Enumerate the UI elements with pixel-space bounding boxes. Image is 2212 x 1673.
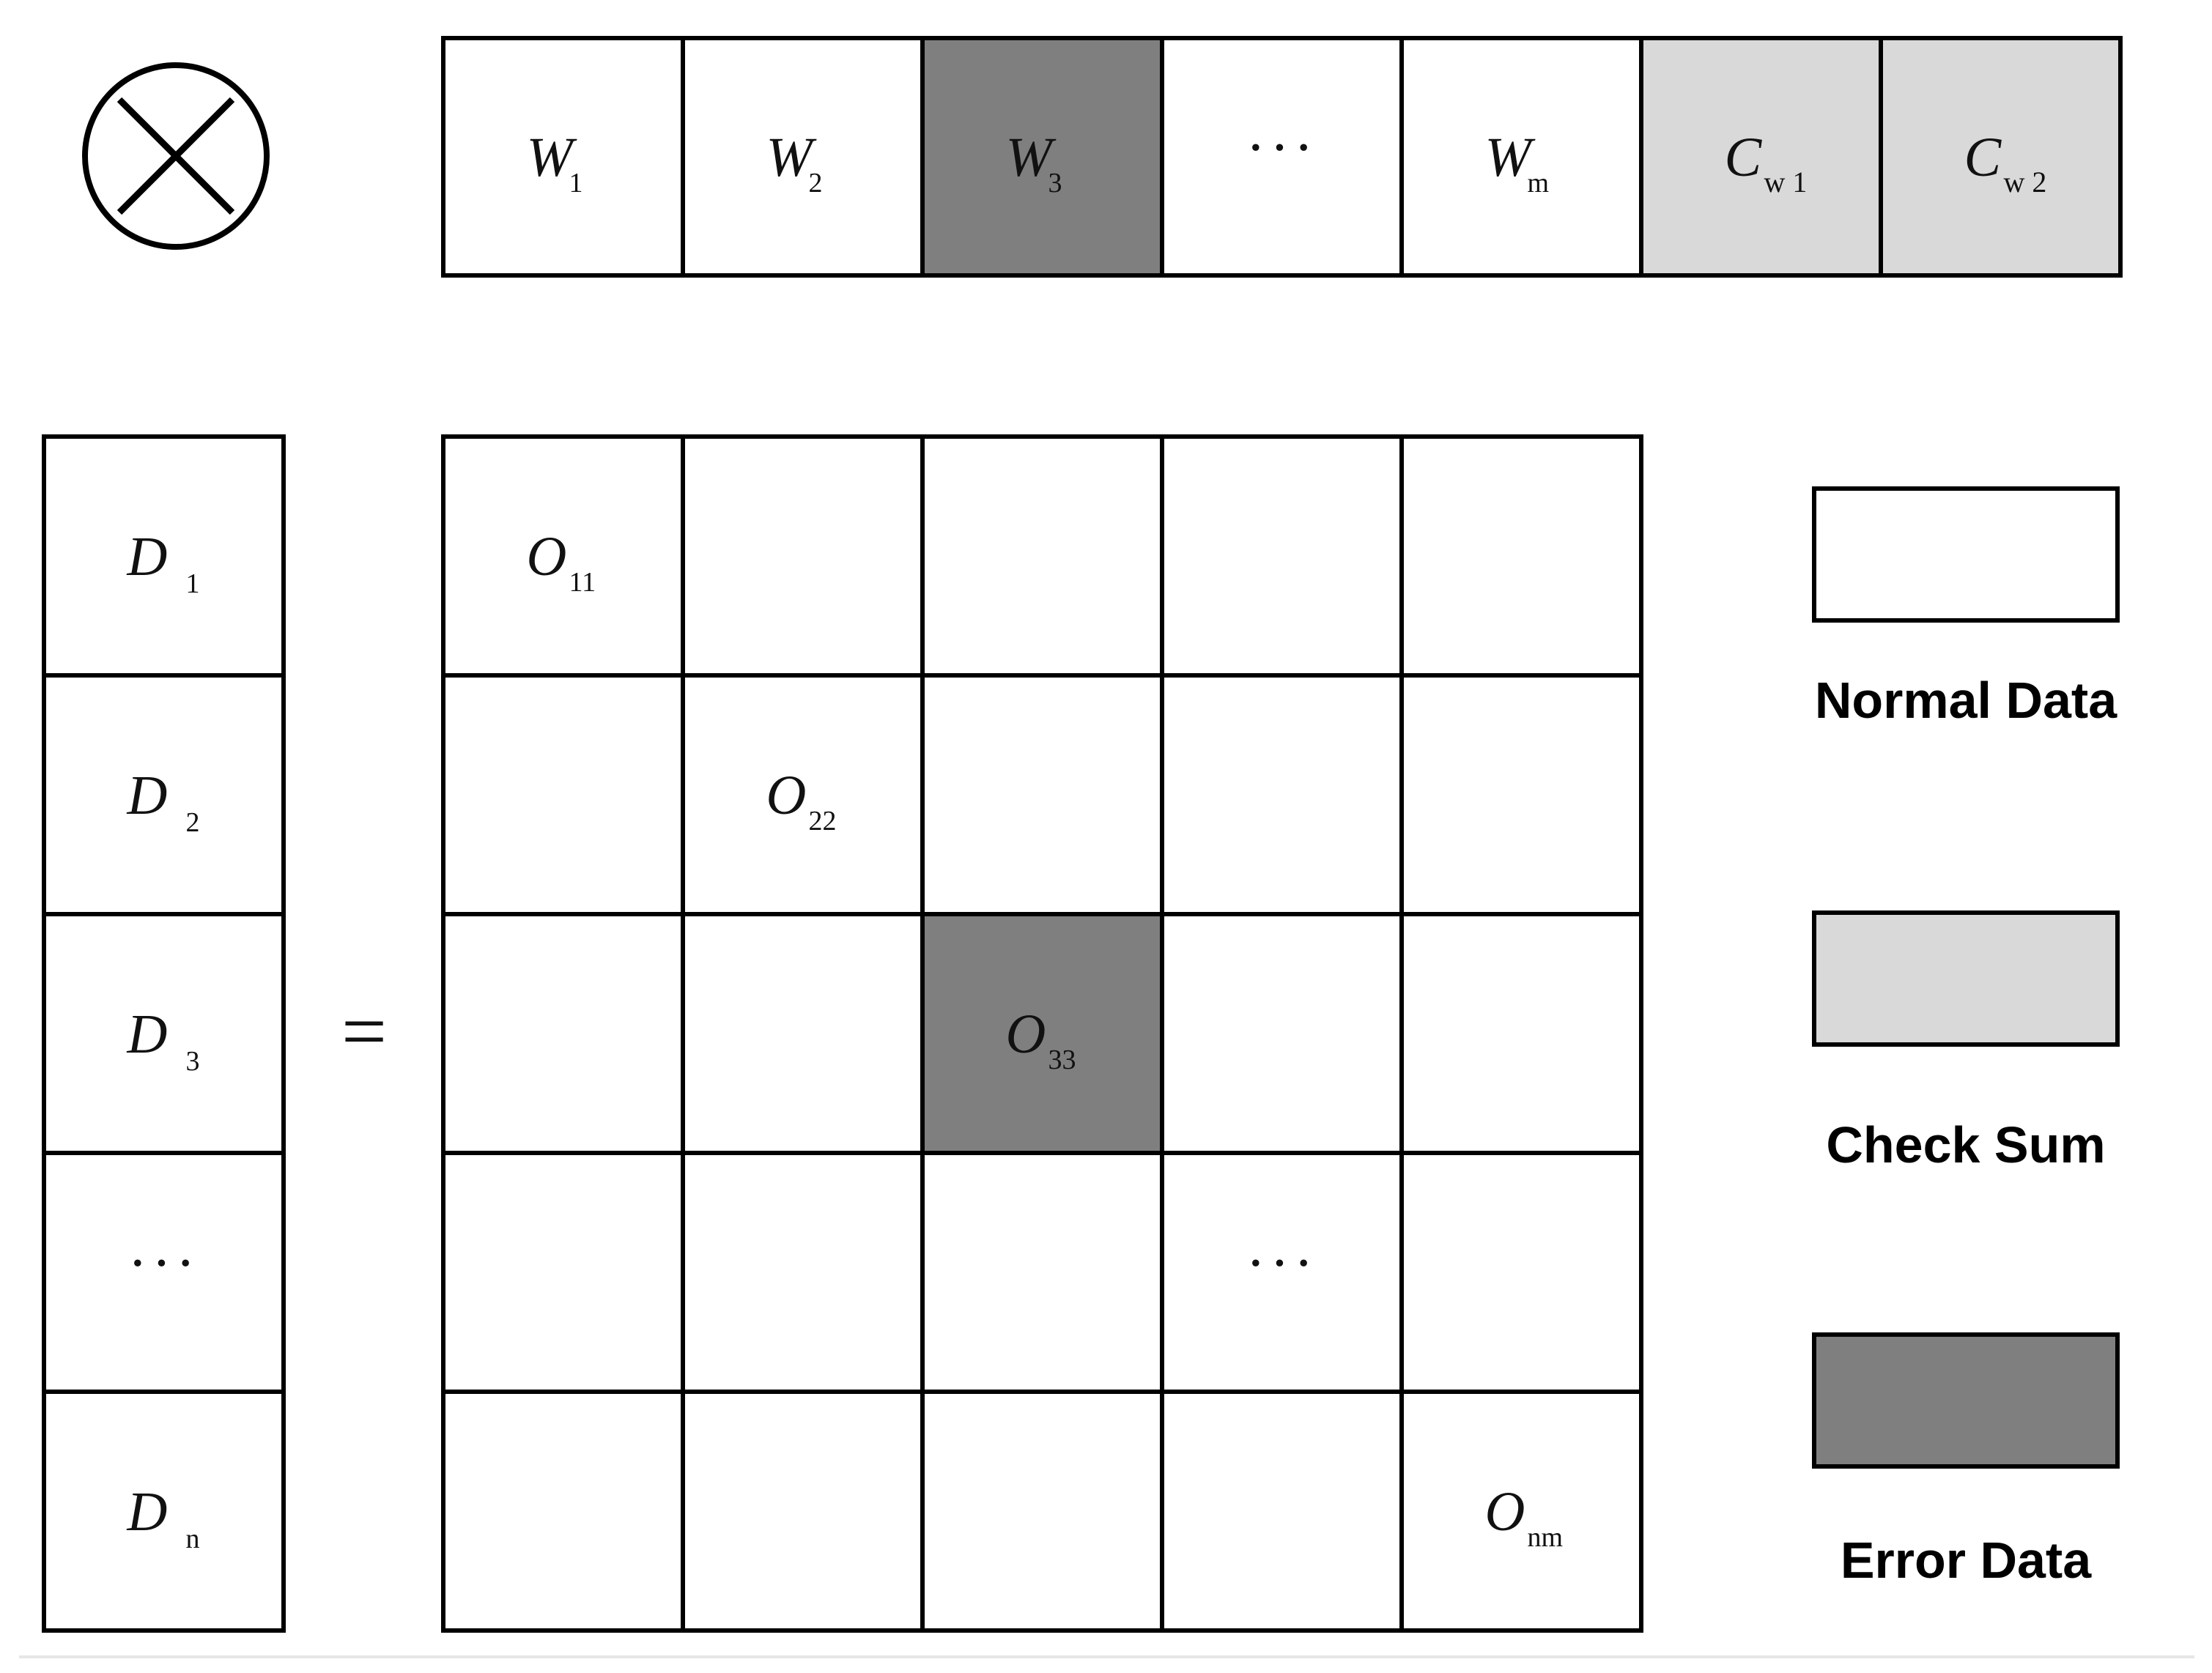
weight-cell-box	[1639, 36, 1883, 278]
symbol-subscript: 11	[569, 567, 596, 598]
weight-cell-box	[1879, 36, 2123, 278]
output-cell	[1399, 1151, 1643, 1394]
symbol-subscript: 2	[186, 807, 200, 838]
symbol-label: W	[527, 127, 578, 188]
legend-label: Error Data	[1841, 1532, 2092, 1589]
symbol-label: D	[127, 1481, 168, 1543]
symbol-label: C	[1964, 127, 2002, 188]
legend-label: Normal Data	[1815, 672, 2117, 729]
legend-swatch	[1812, 486, 2120, 623]
output-cell	[1399, 434, 1643, 678]
symbol-label: O	[766, 765, 807, 826]
weight-cell: W1	[441, 36, 685, 278]
legend-swatch	[1812, 1332, 2120, 1469]
output-cell	[920, 1151, 1164, 1394]
symbol-label: W	[1006, 127, 1057, 188]
output-cell	[681, 434, 925, 678]
output-cell	[920, 673, 1164, 916]
output-cell	[681, 1390, 925, 1633]
output-cell	[1160, 1151, 1404, 1394]
output-cell	[1160, 673, 1404, 916]
legend-item-error: Error Data	[1812, 1332, 2120, 1589]
data-cell-box	[42, 434, 286, 678]
data-cell-box	[42, 1151, 286, 1394]
symbol-subscript: 1	[186, 568, 200, 599]
symbol-label: D	[127, 1004, 168, 1065]
weight-cell: ···	[1160, 36, 1404, 278]
equals-sign: =	[341, 987, 387, 1076]
weight-cell-box	[681, 36, 925, 278]
symbol-label: D	[127, 526, 168, 587]
symbol-subscript: w 1	[1764, 166, 1808, 199]
output-cell	[1160, 912, 1404, 1155]
symbol-subscript: 1	[569, 168, 583, 199]
symbol-subscript: 3	[1048, 168, 1062, 199]
symbol-subscript: nm	[1528, 1522, 1564, 1553]
output-cell	[441, 1390, 685, 1633]
output-cell	[1399, 673, 1643, 916]
weight-cell: Wm	[1399, 36, 1643, 278]
ellipsis-label: ···	[1246, 1231, 1318, 1296]
output-cell	[441, 1151, 685, 1394]
ellipsis-label: ···	[1246, 116, 1318, 180]
symbol-label: W	[766, 127, 818, 188]
ellipsis-label: ···	[128, 1231, 200, 1296]
legend-item-normal: Normal Data	[1812, 486, 2120, 729]
data-cell: ···	[42, 1151, 286, 1394]
symbol-label: O	[1006, 1004, 1046, 1065]
symbol-subscript: 22	[809, 806, 837, 836]
weight-cell: W2	[681, 36, 925, 278]
symbol-subscript: 2	[809, 168, 823, 199]
symbol-subscript: w 2	[2004, 166, 2047, 199]
weight-cell-box	[441, 36, 685, 278]
output-cell	[681, 912, 925, 1155]
output-cell	[920, 912, 1164, 1155]
legend-label: Check Sum	[1826, 1116, 2105, 1173]
output-cell	[441, 912, 685, 1155]
output-cell	[1399, 912, 1643, 1155]
output-cell	[920, 1390, 1164, 1633]
symbol-label: O	[1485, 1481, 1525, 1543]
data-cell-box	[42, 1390, 286, 1633]
symbol-label: C	[1725, 127, 1763, 188]
symbol-label: D	[127, 765, 168, 826]
weight-cell: W3	[920, 36, 1164, 278]
symbol-subscript: m	[1528, 168, 1550, 199]
symbol-subscript: 3	[186, 1046, 200, 1077]
legend-item-checksum: Check Sum	[1812, 910, 2120, 1173]
circled-times-icon	[82, 62, 270, 250]
symbol-subscript: n	[186, 1524, 200, 1554]
symbol-subscript: 33	[1048, 1045, 1076, 1075]
output-cell	[1160, 434, 1404, 678]
symbol-label: W	[1485, 127, 1536, 188]
output-cell	[920, 434, 1164, 678]
symbol-label: O	[527, 526, 567, 587]
output-cell	[441, 673, 685, 916]
output-cell	[1160, 1390, 1404, 1633]
legend-swatch	[1812, 910, 2120, 1047]
data-cell-box	[42, 673, 286, 916]
output-cell	[1399, 1390, 1643, 1633]
output-cell	[681, 1151, 925, 1394]
